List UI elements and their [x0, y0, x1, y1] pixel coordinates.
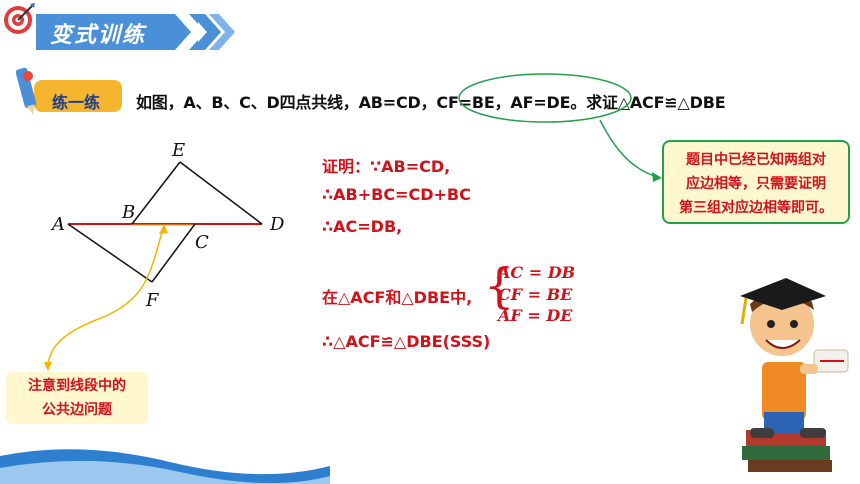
- proof-line-2: ∴AB+BC=CD+BC: [322, 185, 471, 204]
- hint-note-yellow: 注意到线段中的 公共边问题: [6, 372, 148, 424]
- target-icon: [4, 3, 35, 34]
- badge-label: 练一练: [52, 93, 101, 112]
- section-title: 变式训练: [50, 23, 147, 48]
- hint-note-green: 题目中已经已知两组对 应边相等，只需要证明 第三组对应边相等即可。: [662, 140, 850, 224]
- hint-line: 应边相等，只需要证明: [686, 176, 826, 192]
- condition-2: CF = BE: [498, 285, 573, 304]
- proof-conclusion: ∴△ACF≌△DBE(SSS): [322, 332, 491, 351]
- chevron-decoration-icon: [175, 14, 235, 50]
- point-label-c: C: [195, 232, 209, 253]
- footer-wave-decoration: [0, 449, 330, 484]
- point-label-d: D: [269, 214, 285, 235]
- green-arrow: [599, 119, 661, 179]
- point-label-b: B: [121, 202, 135, 223]
- segment-f-c: [151, 223, 196, 283]
- point-label-a: A: [50, 214, 65, 235]
- section-banner: [36, 14, 198, 50]
- hint-line: 题目中已经已知两组对: [686, 152, 826, 168]
- hint-line: 注意到线段中的: [28, 378, 126, 394]
- proof-line-1: 证明：∵AB=CD,: [322, 157, 451, 176]
- condition-3: AF = DE: [498, 306, 573, 325]
- brace-symbol: {: [484, 258, 515, 314]
- green-arrow-head-icon: [652, 172, 662, 182]
- practice-badge-icon: [16, 67, 122, 116]
- geometry-figure: A B C D E F: [50, 140, 285, 311]
- segment-b-e: [131, 161, 181, 225]
- hint-line: 公共边问题: [42, 402, 112, 418]
- segment-a-f: [67, 223, 153, 283]
- point-label-f: F: [145, 290, 160, 311]
- proof-line-4: 在△ACF和△DBE中,: [322, 288, 473, 307]
- student-cartoon-icon: [740, 278, 849, 472]
- proof-line-3: ∴AC=DB,: [322, 217, 403, 236]
- problem-statement: 如图，A、B、C、D四点共线，AB=CD，CF=BE，AF=DE。求证△ACF≌…: [136, 93, 726, 112]
- condition-1: AC = DB: [498, 263, 576, 282]
- yellow-arrow-tail-icon: [44, 362, 52, 371]
- segment-e-d: [179, 161, 263, 225]
- point-label-e: E: [171, 140, 185, 161]
- hint-line: 第三组对应边相等即可。: [679, 200, 833, 216]
